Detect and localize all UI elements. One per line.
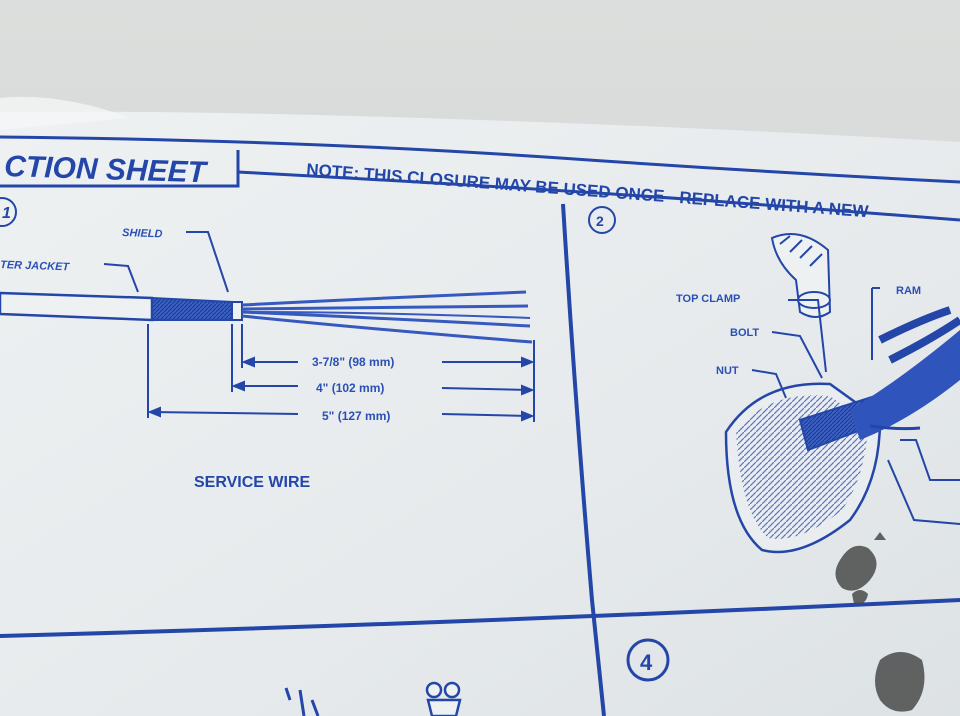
bolt-label: BOLT xyxy=(730,327,759,339)
panel-3-connector-fragment xyxy=(425,681,462,716)
panel-divider-vertical xyxy=(561,203,606,716)
step-1-number: 1 xyxy=(2,205,11,222)
cable-shield xyxy=(151,296,233,321)
step-4-badge xyxy=(626,638,670,682)
clamp-assembly xyxy=(724,306,960,554)
jacket-label: TER JACKET xyxy=(0,259,71,273)
panel-3-fragment xyxy=(284,687,320,716)
header-top-rule xyxy=(0,135,960,184)
dimension-3-7-8: 3-7/8" (98 mm) xyxy=(312,355,394,369)
service-wire-caption: SERVICE WIRE xyxy=(194,474,311,491)
step-2-number: 2 xyxy=(596,213,604,229)
step-4-number: 4 xyxy=(640,650,653,675)
panel-divider-horizontal xyxy=(0,598,960,638)
smudge-marks xyxy=(835,532,925,712)
bag-glare xyxy=(0,96,130,130)
top-clamp-label: TOP CLAMP xyxy=(676,293,740,305)
dimension-4: 4" (102 mm) xyxy=(316,381,384,395)
sheet xyxy=(0,111,960,716)
dimension-5: 5" (127 mm) xyxy=(322,409,390,423)
ram-label: RAM xyxy=(896,285,921,297)
sheet-title: CTION SHEET xyxy=(4,150,209,189)
step-2-badge xyxy=(588,206,616,234)
nut-label: NUT xyxy=(716,365,739,377)
shield-label: SHIELD xyxy=(122,227,163,240)
header-bottom-rule xyxy=(0,170,960,222)
cable-jacket xyxy=(0,291,154,322)
service-wires xyxy=(241,290,533,344)
step-1-badge xyxy=(0,197,17,227)
